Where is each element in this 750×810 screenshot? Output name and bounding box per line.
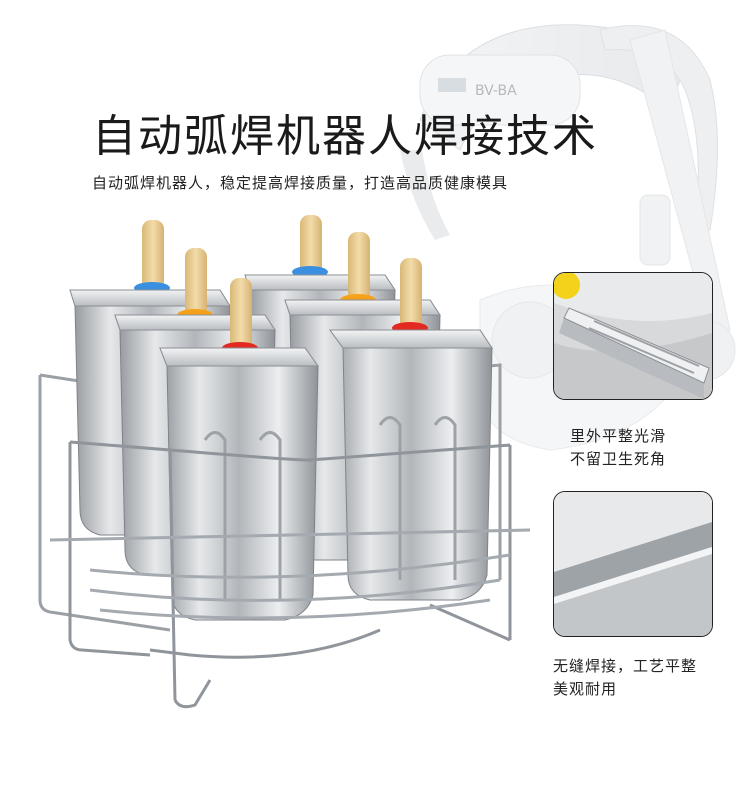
- feature-caption-2-line-2: 美观耐用: [553, 680, 618, 698]
- robot-label: BV-BA: [475, 83, 517, 99]
- feature-caption-2-line-1: 无缝焊接，工艺平整: [553, 657, 698, 675]
- page-subtitle: 自动弧焊机器人，稳定提高焊接质量，打造高品质健康模具: [92, 174, 509, 192]
- detail-photo-smooth-surface: [553, 272, 713, 400]
- feature-caption-2: 无缝焊接，工艺平整 美观耐用: [553, 655, 748, 701]
- seamless-weld-closeup-image: [554, 492, 712, 636]
- detail-photo-seamless-weld: [553, 491, 713, 637]
- feature-caption-1: 里外平整光滑 不留卫生死角: [570, 425, 750, 471]
- feature-caption-1-line-2: 不留卫生死角: [570, 450, 667, 468]
- feature-caption-1-line-1: 里外平整光滑: [570, 427, 667, 445]
- popsicle-mold-product-image: [38, 215, 531, 709]
- page-title: 自动弧焊机器人焊接技术: [92, 111, 598, 162]
- smooth-surface-closeup-image: [554, 273, 712, 399]
